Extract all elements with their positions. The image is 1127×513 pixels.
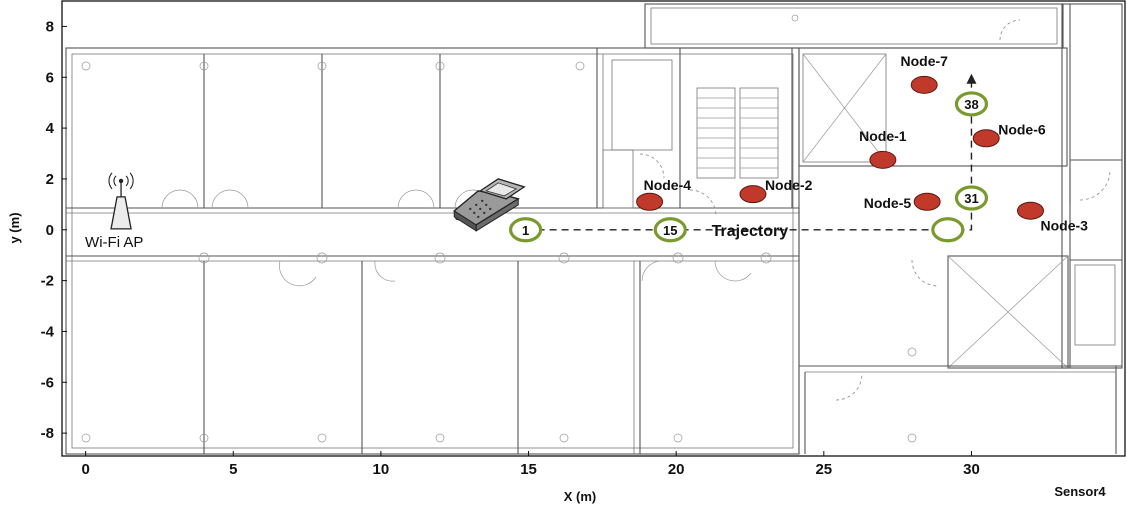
y-axis-label: y (m) [7, 212, 22, 243]
x-tick-label: 30 [963, 461, 980, 478]
plot-frame [61, 0, 1126, 457]
sensor-node-marker [910, 75, 938, 94]
sensor-node-marker [739, 185, 767, 204]
sensor-node-label: Node-7 [900, 53, 948, 69]
x-tick-label: 5 [229, 461, 237, 478]
trajectory-arrowhead [966, 73, 977, 84]
sensor-node-label: Node-6 [998, 121, 1046, 137]
waypoint-ring [931, 217, 965, 243]
y-axis-ticks: 8 6 4 2 0 -2 -4 -6 -8 [41, 18, 67, 442]
sensor-node-marker [869, 150, 897, 169]
y-tick-label: 8 [46, 18, 54, 35]
sensor-node-label: Node-5 [864, 195, 912, 211]
sensor-node-label: Node-3 [1041, 218, 1089, 234]
sensor-node-marker [913, 192, 941, 211]
y-tick-label: -8 [41, 425, 54, 442]
caption-sensor: Sensor4 [1054, 484, 1106, 499]
y-tick-label: -2 [41, 273, 54, 290]
y-tick-label: 0 [46, 222, 54, 239]
x-axis-label: X (m) [564, 489, 597, 504]
sensor-node-marker [1017, 201, 1045, 220]
waypoint-ring [653, 217, 687, 243]
building-walls [65, 3, 1123, 455]
y-tick-label: 6 [46, 69, 54, 86]
waypoint-label: 1 [522, 223, 529, 238]
sensor-node-marker [972, 129, 1000, 148]
waypoint-ring [954, 91, 989, 117]
x-tick-label: 10 [373, 461, 390, 478]
x-tick-label: 20 [668, 461, 685, 478]
sensor-node-label: Node-4 [644, 177, 692, 193]
waypoint-ring [508, 217, 543, 243]
x-axis-ticks: 0 5 10 15 20 25 30 [81, 451, 980, 478]
y-tick-label: -4 [41, 323, 55, 340]
x-tick-label: 15 [520, 461, 537, 478]
x-tick-label: 0 [81, 461, 89, 478]
mobile-phone-icon [453, 178, 526, 232]
x-tick-label: 25 [815, 461, 832, 478]
wifi-antenna-icon [108, 172, 134, 230]
y-tick-label: 4 [46, 120, 55, 137]
waypoint-label: 31 [964, 191, 978, 206]
trajectory-label: Trajectory [712, 223, 789, 240]
waypoint-label: 15 [663, 223, 677, 238]
sensor-node-marker [636, 192, 664, 211]
waypoint-label: 38 [964, 97, 978, 112]
sensor-node-label: Node-2 [765, 177, 813, 193]
waypoint-ring [954, 185, 989, 211]
y-tick-label: -6 [41, 374, 54, 391]
y-tick-label: 2 [46, 171, 54, 188]
trajectory-waypoints: 1 15 31 38 [508, 91, 989, 243]
wifi-ap-label: Wi-Fi AP [85, 234, 143, 251]
sensor-node-label: Node-1 [859, 128, 907, 144]
